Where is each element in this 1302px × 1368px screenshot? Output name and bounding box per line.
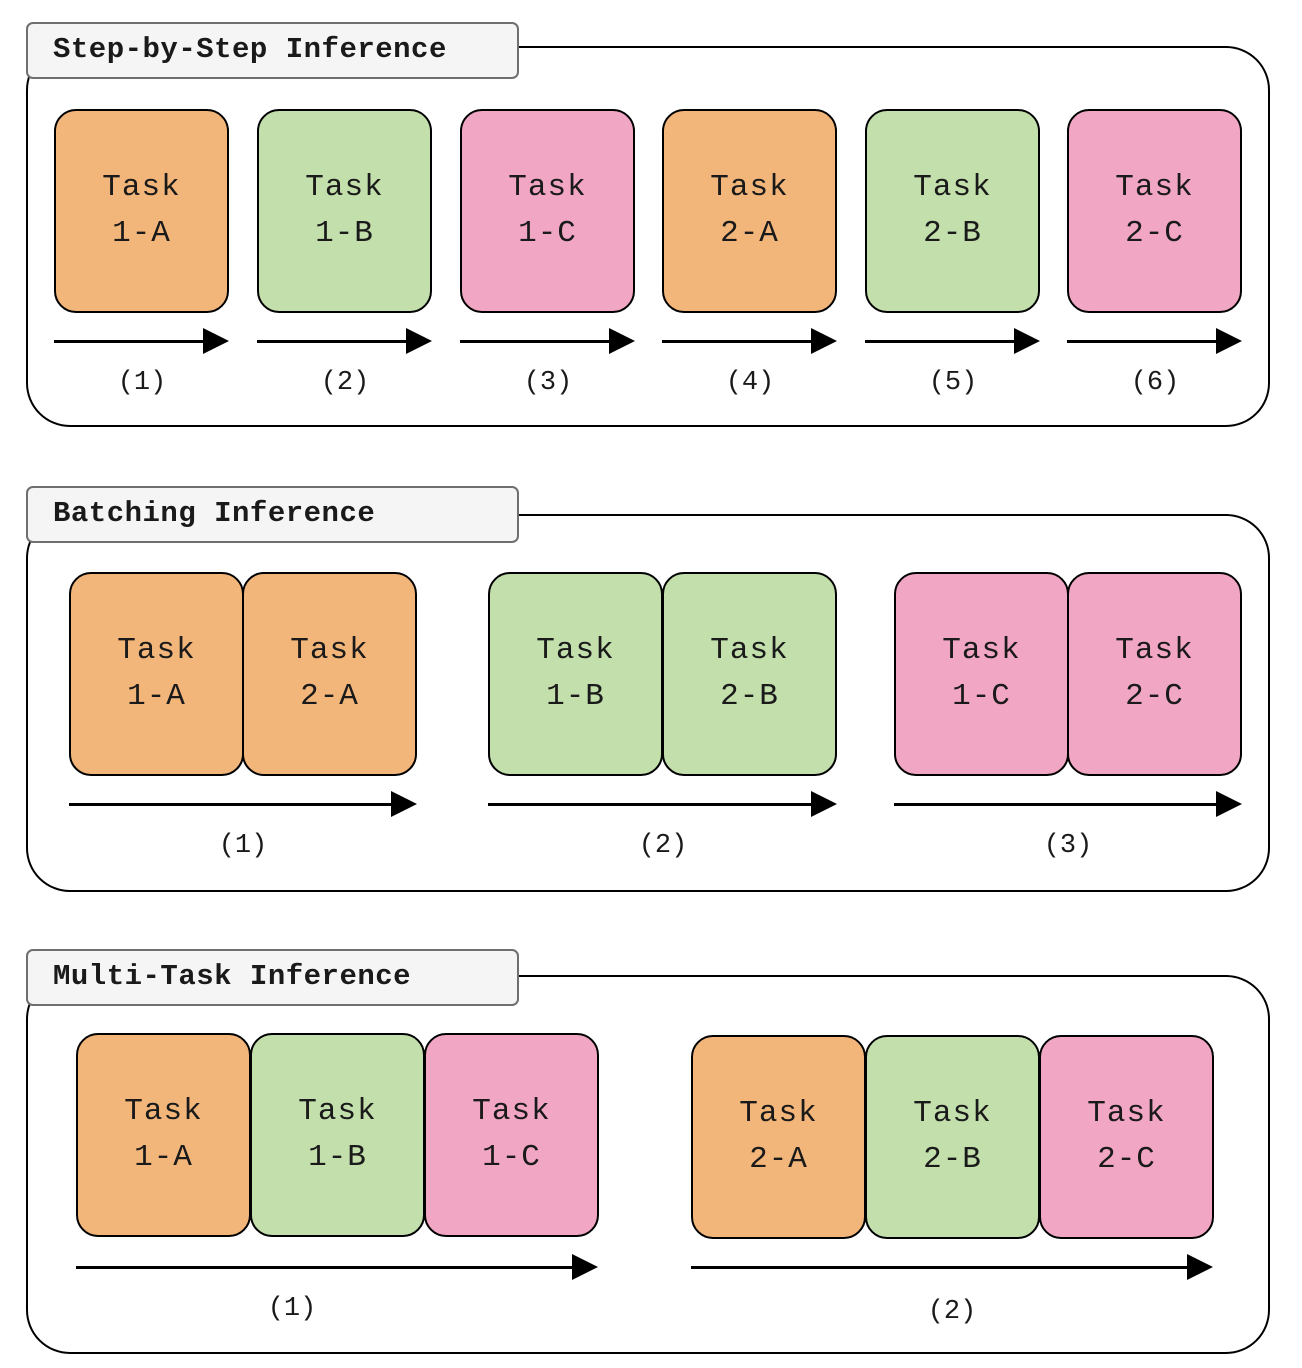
task-label: Task xyxy=(472,1094,551,1129)
timeline-arrow xyxy=(69,791,417,817)
step-label: (5) xyxy=(928,368,978,398)
task-box: Task 1-B xyxy=(250,1033,425,1237)
task-label: Task xyxy=(1115,633,1194,668)
timeline-arrow xyxy=(662,328,837,354)
timeline-arrow xyxy=(865,328,1040,354)
task-id: 1-B xyxy=(315,216,374,251)
step-label: (3) xyxy=(523,368,573,398)
step-label: (1) xyxy=(218,831,268,861)
task-label: Task xyxy=(1087,1096,1166,1131)
task-id: 2-B xyxy=(720,679,779,714)
task-box: Task 2-A xyxy=(662,109,837,313)
task-box: Task 1-B xyxy=(257,109,432,313)
task-box: Task 2-C xyxy=(1067,572,1242,776)
step-label: (1) xyxy=(117,368,167,398)
task-box: Task 2-B xyxy=(865,109,1040,313)
task-box: Task 1-C xyxy=(460,109,635,313)
task-box: Task 1-A xyxy=(69,572,244,776)
task-id: 1-C xyxy=(518,216,577,251)
step-label: (2) xyxy=(927,1297,977,1327)
task-label: Task xyxy=(739,1096,818,1131)
task-id: 1-B xyxy=(308,1140,367,1175)
task-box: Task 2-B xyxy=(865,1035,1040,1239)
timeline-arrow xyxy=(1067,328,1242,354)
task-box: Task 2-C xyxy=(1039,1035,1214,1239)
task-box: Task 1-B xyxy=(488,572,663,776)
timeline-arrow xyxy=(488,791,837,817)
task-id: 2-B xyxy=(923,1142,982,1177)
task-id: 1-A xyxy=(127,679,186,714)
timeline-arrow xyxy=(54,328,229,354)
task-id: 2-C xyxy=(1125,216,1184,251)
task-box: Task 1-A xyxy=(54,109,229,313)
task-box: Task 2-C xyxy=(1067,109,1242,313)
section-title: Step-by-Step Inference xyxy=(26,22,519,79)
task-id: 2-A xyxy=(720,216,779,251)
task-box: Task 2-B xyxy=(662,572,837,776)
task-id: 2-C xyxy=(1097,1142,1156,1177)
task-label: Task xyxy=(710,170,789,205)
task-label: Task xyxy=(913,1096,992,1131)
section-title: Batching Inference xyxy=(26,486,519,543)
task-label: Task xyxy=(913,170,992,205)
task-label: Task xyxy=(102,170,181,205)
task-label: Task xyxy=(536,633,615,668)
task-label: Task xyxy=(942,633,1021,668)
task-label: Task xyxy=(117,633,196,668)
step-label: (2) xyxy=(320,368,370,398)
task-id: 2-C xyxy=(1125,679,1184,714)
task-label: Task xyxy=(124,1094,203,1129)
task-box: Task 2-A xyxy=(242,572,417,776)
timeline-arrow xyxy=(894,791,1242,817)
step-label: (6) xyxy=(1130,368,1180,398)
task-label: Task xyxy=(298,1094,377,1129)
task-label: Task xyxy=(508,170,587,205)
task-label: Task xyxy=(1115,170,1194,205)
task-label: Task xyxy=(710,633,789,668)
task-id: 2-A xyxy=(749,1142,808,1177)
timeline-arrow xyxy=(257,328,432,354)
task-id: 1-C xyxy=(482,1140,541,1175)
task-box: Task 2-A xyxy=(691,1035,866,1239)
tab-connector-line xyxy=(518,975,1228,977)
section-title: Multi-Task Inference xyxy=(26,949,519,1006)
timeline-arrow xyxy=(691,1254,1213,1280)
timeline-arrow xyxy=(460,328,635,354)
task-label: Task xyxy=(305,170,384,205)
task-box: Task 1-A xyxy=(76,1033,251,1237)
timeline-arrow xyxy=(76,1254,598,1280)
task-id: 1-A xyxy=(112,216,171,251)
step-label: (4) xyxy=(725,368,775,398)
tab-connector-line xyxy=(518,514,1228,516)
step-label: (1) xyxy=(267,1294,317,1324)
task-box: Task 1-C xyxy=(894,572,1069,776)
tab-connector-line xyxy=(518,46,1228,48)
task-label: Task xyxy=(290,633,369,668)
task-id: 1-B xyxy=(546,679,605,714)
step-label: (3) xyxy=(1043,831,1093,861)
task-id: 2-B xyxy=(923,216,982,251)
task-id: 2-A xyxy=(300,679,359,714)
task-id: 1-A xyxy=(134,1140,193,1175)
section-frame xyxy=(26,46,1270,427)
task-id: 1-C xyxy=(952,679,1011,714)
task-box: Task 1-C xyxy=(424,1033,599,1237)
step-label: (2) xyxy=(638,831,688,861)
